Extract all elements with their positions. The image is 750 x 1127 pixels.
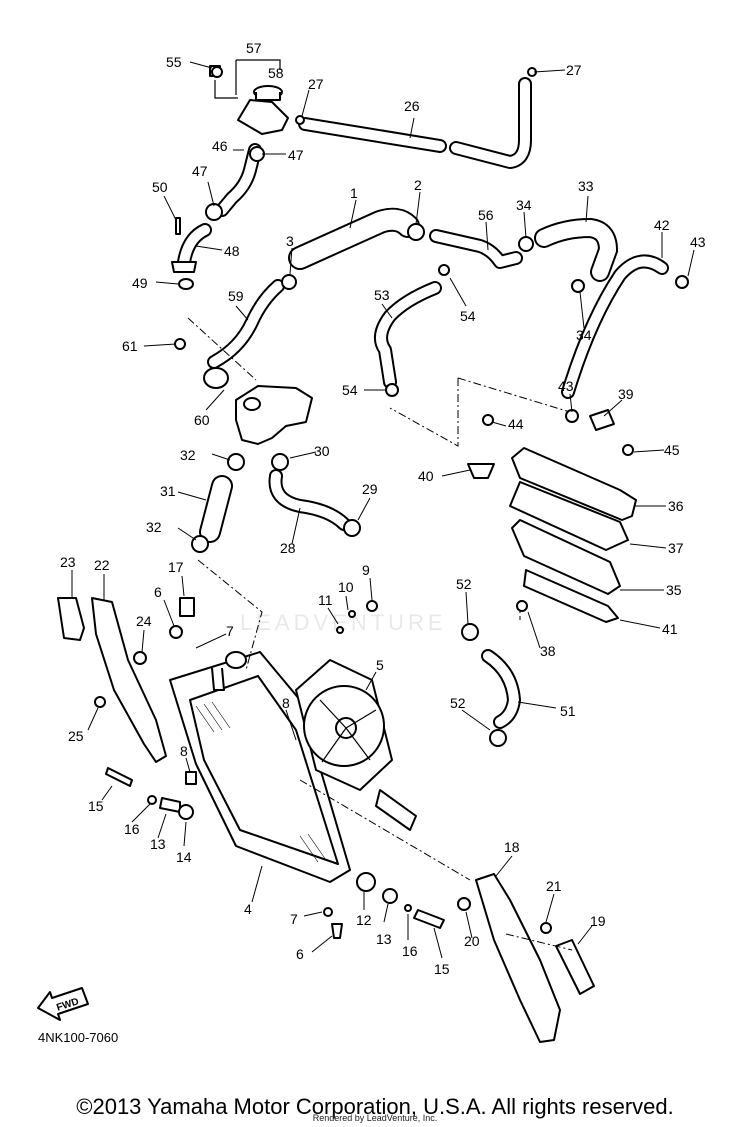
callout: 43 [558, 378, 574, 394]
oil-cooler-cover [509, 447, 637, 551]
callout: 1 [350, 185, 358, 201]
overflow-hose [298, 77, 532, 169]
callout: 6 [296, 946, 304, 962]
callout: 13 [150, 836, 166, 852]
callout: 31 [160, 483, 176, 499]
bracket-22 [91, 597, 167, 763]
callout: 40 [418, 468, 434, 484]
callout: 24 [136, 613, 152, 629]
callout: 47 [192, 163, 208, 179]
render-credit: Rendered by LeadVenture, Inc. [312, 1113, 438, 1123]
callout: 61 [122, 338, 138, 354]
catalog-code: 4NK100-7060 [38, 1030, 119, 1045]
callout: 52 [456, 576, 472, 592]
bracket-19 [555, 939, 595, 995]
callout: 10 [338, 579, 354, 595]
callout: 13 [376, 931, 392, 947]
thermostat-housing [203, 367, 313, 445]
copyright-notice: ©2013 Yamaha Motor Corporation, U.S.A. A… [76, 1094, 674, 1119]
callout: 54 [460, 308, 476, 324]
callout: 21 [546, 878, 562, 894]
radiator [169, 651, 351, 883]
callout: 35 [666, 582, 682, 598]
callout: 22 [94, 557, 110, 573]
oil-cooler-body [511, 519, 621, 623]
callout: 38 [540, 643, 556, 659]
callout: 7 [226, 623, 234, 639]
callout: 26 [404, 98, 420, 114]
callout: 39 [618, 386, 634, 402]
callout: 8 [282, 695, 290, 711]
callout: 19 [590, 913, 606, 929]
callout: 34 [576, 327, 592, 343]
callout: 29 [362, 481, 378, 497]
callout: 11 [318, 592, 333, 608]
callout: 53 [374, 287, 390, 303]
callout: 32 [180, 447, 196, 463]
callout: 12 [356, 912, 372, 928]
callout: 36 [668, 498, 684, 514]
callout: 2 [414, 177, 422, 193]
callout: 7 [290, 911, 298, 927]
callout: 42 [654, 217, 670, 233]
callout: 41 [662, 621, 678, 637]
callout: 17 [168, 559, 184, 575]
callout: 6 [154, 584, 162, 600]
callout: 15 [88, 798, 104, 814]
callout: 5 [376, 657, 384, 673]
leader-lines [71, 61, 695, 959]
radiator-cap-assembly [209, 59, 289, 135]
watermark: LEADVENTURE [240, 610, 447, 635]
callout: 18 [504, 839, 520, 855]
callout: 47 [288, 147, 304, 163]
callout: 58 [268, 65, 284, 81]
callout: 57 [246, 40, 262, 56]
callout: 28 [280, 540, 296, 556]
radiator-fan [295, 659, 417, 831]
callout: 9 [362, 562, 370, 578]
bracket-18 [475, 873, 561, 1043]
callout: 56 [478, 207, 494, 223]
callout: 49 [132, 275, 148, 291]
callout: 25 [68, 728, 84, 744]
callout: 43 [690, 234, 706, 250]
callout: 50 [152, 179, 168, 195]
callout: 20 [464, 933, 480, 949]
hose-1 [288, 207, 420, 270]
callout: 8 [180, 743, 188, 759]
callout: 34 [516, 197, 532, 213]
hose-33 [534, 217, 619, 282]
forward-arrow-icon: FWD [37, 987, 89, 1021]
callout: 16 [124, 821, 140, 837]
callout: 30 [314, 443, 330, 459]
callout: 33 [578, 178, 594, 194]
callout: 46 [212, 138, 228, 154]
callout: 54 [342, 382, 358, 398]
callout: 45 [664, 442, 680, 458]
callout-labels: 55 57 58 27 26 27 46 47 47 50 48 49 1 2 … [60, 40, 706, 977]
fasteners [94, 66, 689, 939]
callout: 27 [308, 76, 324, 92]
callout: 14 [176, 849, 192, 865]
callout: 27 [566, 62, 582, 78]
callout: 44 [508, 416, 524, 432]
callout: 55 [166, 54, 182, 70]
callout: 37 [668, 540, 684, 556]
bracket-23 [57, 597, 85, 641]
callout: 23 [60, 554, 76, 570]
callout: 48 [224, 243, 240, 259]
callout: 15 [434, 961, 450, 977]
callout: 4 [244, 901, 252, 917]
callout: 32 [146, 519, 162, 535]
callout: 3 [286, 233, 294, 249]
callout: 60 [194, 412, 210, 428]
callout: 52 [450, 695, 466, 711]
callout: 16 [402, 943, 418, 959]
callout: 59 [228, 288, 244, 304]
callout: 51 [560, 703, 576, 719]
